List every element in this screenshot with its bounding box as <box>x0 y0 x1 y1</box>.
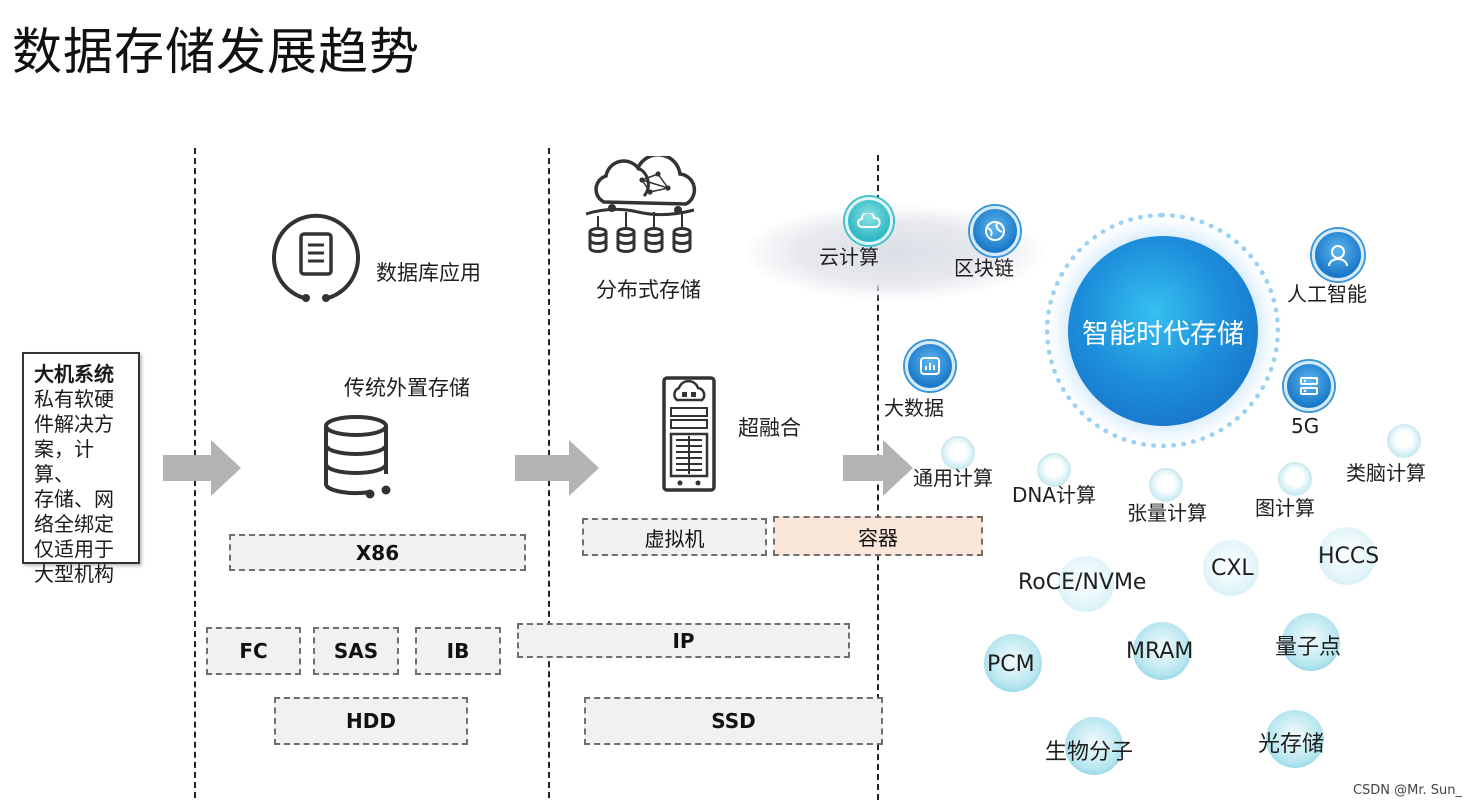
dot-general-computing <box>941 436 975 470</box>
cloud-storage-icon <box>585 156 697 253</box>
bubble-optical-storage <box>1266 710 1324 768</box>
database-icon <box>323 415 391 499</box>
label-hyperconverged: 超融合 <box>738 416 801 440</box>
label-cxl: CXL <box>1211 556 1254 581</box>
bubble-molecule <box>1065 717 1123 775</box>
intelligent-storage-circle: 智能时代存储 <box>1068 236 1258 426</box>
box-x86: X86 <box>229 534 526 571</box>
label-general-computing: 通用计算 <box>913 466 993 490</box>
box-ib: IB <box>415 627 501 675</box>
bubble-pcm <box>984 634 1042 692</box>
label-brain-computing: 类脑计算 <box>1346 461 1426 485</box>
box-fc: FC <box>206 627 301 675</box>
mainframe-title: 大机系统 <box>34 362 114 386</box>
label-optical-storage: 光存储 <box>1258 732 1325 757</box>
box-hdd: HDD <box>274 697 468 745</box>
mainframe-line: 件解决方 <box>34 412 114 436</box>
cloud-icon <box>845 197 893 245</box>
intelligent-storage-ring <box>1045 213 1280 448</box>
label-roce: RoCE/NVMe <box>1018 570 1147 595</box>
box-ip: IP <box>517 623 850 658</box>
mainframe-line: 大型机构 <box>34 562 114 586</box>
label-dna-computing: DNA计算 <box>1012 483 1097 507</box>
dot-graph-computing <box>1278 462 1312 496</box>
box-ssd: SSD <box>584 697 883 745</box>
bubble-quantum-dot <box>1282 613 1340 671</box>
bubble-mram <box>1133 622 1191 680</box>
document-icon <box>272 213 360 302</box>
label-molecule: 生物分子 <box>1045 740 1134 765</box>
label-big-data: 大数据 <box>884 396 944 420</box>
label-distributed-storage: 分布式存储 <box>596 278 701 302</box>
dot-brain-computing <box>1387 424 1421 458</box>
box-sas: SAS <box>313 627 399 675</box>
mainframe-line: 私有软硬 <box>34 387 114 411</box>
bubble-cxl <box>1203 540 1259 596</box>
box-container: 容器 <box>773 516 983 556</box>
label-cloud-computing: 云计算 <box>819 245 879 269</box>
bar-chart-icon <box>905 341 955 391</box>
label-quantum-dot: 量子点 <box>1275 635 1342 660</box>
5g-network-icon <box>1284 361 1334 411</box>
bubble-roce <box>1058 556 1114 612</box>
arrow-right-icon <box>163 440 241 496</box>
arrow-right-icon <box>843 440 913 496</box>
dot-dna-computing <box>1037 453 1071 487</box>
label-intelligent-storage: 智能时代存储 <box>1082 318 1244 350</box>
label-pcm: PCM <box>987 652 1035 677</box>
label-5g: 5G <box>1291 414 1320 438</box>
mainframe-line: 存储、网 <box>34 487 114 511</box>
mainframe-line: 案，计算、 <box>34 437 94 486</box>
label-traditional-storage: 传统外置存储 <box>344 376 470 400</box>
label-tensor-computing: 张量计算 <box>1127 501 1207 525</box>
ai-person-icon <box>1312 229 1364 281</box>
blockchain-icon <box>970 206 1020 256</box>
box-vm: 虚拟机 <box>582 518 767 556</box>
label-mram: MRAM <box>1126 639 1194 664</box>
server-rack-icon <box>662 376 716 492</box>
mainframe-box: 大机系统 私有软硬 件解决方 案，计算、 存储、网 络全绑定 仅适用于 大型机构 <box>22 352 140 586</box>
mainframe-line: 仅适用于 <box>34 537 114 561</box>
arrow-right-icon <box>515 440 599 496</box>
page-title: 数据存储发展趋势 <box>12 23 420 81</box>
label-ai: 人工智能 <box>1287 282 1367 306</box>
mainframe-line: 络全绑定 <box>34 512 114 536</box>
dot-tensor-computing <box>1149 468 1183 502</box>
label-graph-computing: 图计算 <box>1255 496 1315 520</box>
watermark: CSDN @Mr. Sun_ <box>1352 783 1462 798</box>
bubble-hccs <box>1318 527 1376 585</box>
label-hccs: HCCS <box>1318 544 1380 569</box>
label-database-app: 数据库应用 <box>376 261 481 285</box>
label-blockchain: 区块链 <box>954 256 1014 280</box>
